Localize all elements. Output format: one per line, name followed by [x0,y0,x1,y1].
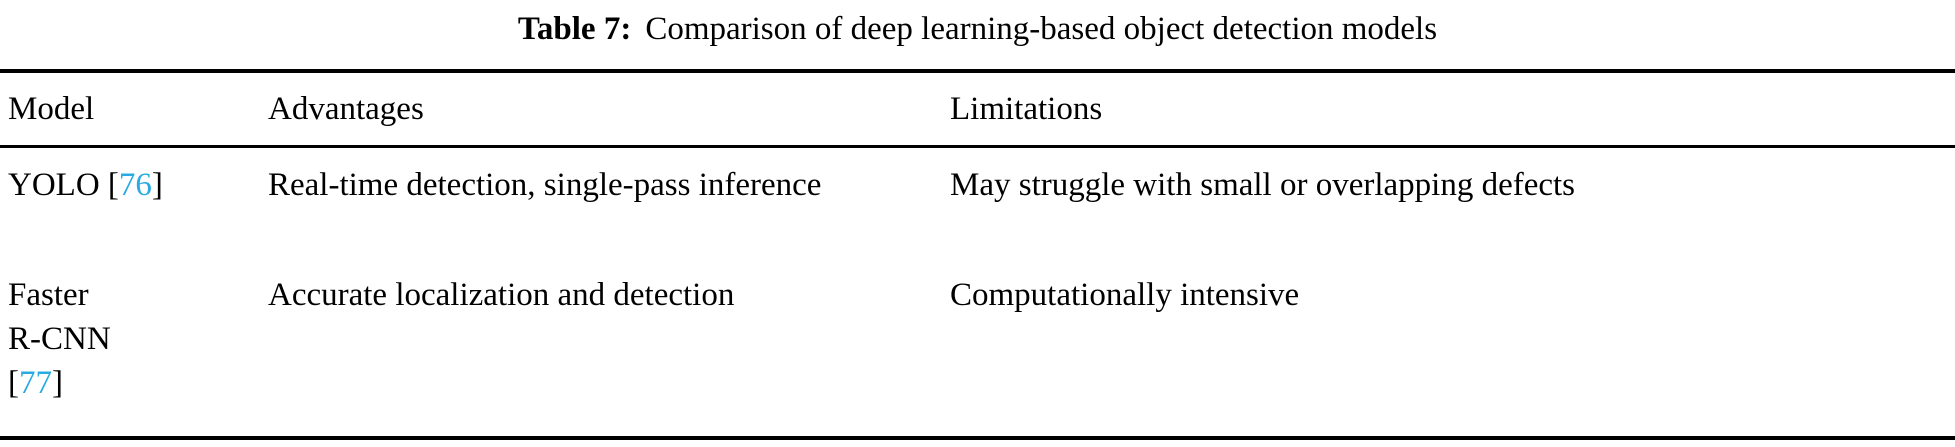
table-rule-bottom [0,436,1955,440]
column-header-model: Model [8,91,95,127]
table-rule-middle [0,145,1955,148]
citation-number-76[interactable]: 76 [118,167,152,203]
column-header-limitations: Limitations [950,91,1103,127]
table-row: YOLO [76] Real-time detection, single-pa… [0,145,1955,255]
citation-number-77[interactable]: 77 [19,365,52,401]
cell-model-yolo: YOLO [76] [0,145,268,255]
table-caption-label: Table 7: [517,11,632,47]
table-row: Faster R-CNN [77] Accurate localization … [0,255,1955,433]
cell-advantages-yolo: Real-time detection, single-pass inferen… [268,167,822,203]
cell-model-faster-rcnn: Faster R-CNN [77] [0,255,268,433]
model-name-yolo: YOLO [8,167,100,203]
citation-bracket-open: [ [8,365,19,401]
citation-77: [77] [8,361,238,405]
cell-limitations-yolo: May struggle with small or overlapping d… [950,167,1576,203]
cell-limitations-faster-rcnn: Computationally intensive [950,277,1300,313]
table-rule-top [0,69,1955,73]
citation-bracket-open: [ [107,167,119,203]
table-header-row: Model Advantages Limitations [0,69,1955,145]
model-name-line-1: Faster [8,277,89,313]
model-name-line-2: R-CNN [8,321,111,357]
citation-bracket-close: ] [52,365,63,401]
column-header-advantages: Advantages [268,91,424,127]
table-caption: Table 7: Comparison of deep learning-bas… [0,0,1955,58]
citation-76: [76] [100,167,163,203]
table-body: Model Advantages Limitations YOLO [76] R… [0,69,1955,433]
cell-advantages-faster-rcnn: Accurate localization and detection [268,277,735,313]
citation-bracket-close: ] [151,167,163,203]
model-name-faster-rcnn-wrap: Faster R-CNN [77] [8,273,238,405]
table-caption-text: Comparison of deep learning-based object… [645,11,1438,47]
